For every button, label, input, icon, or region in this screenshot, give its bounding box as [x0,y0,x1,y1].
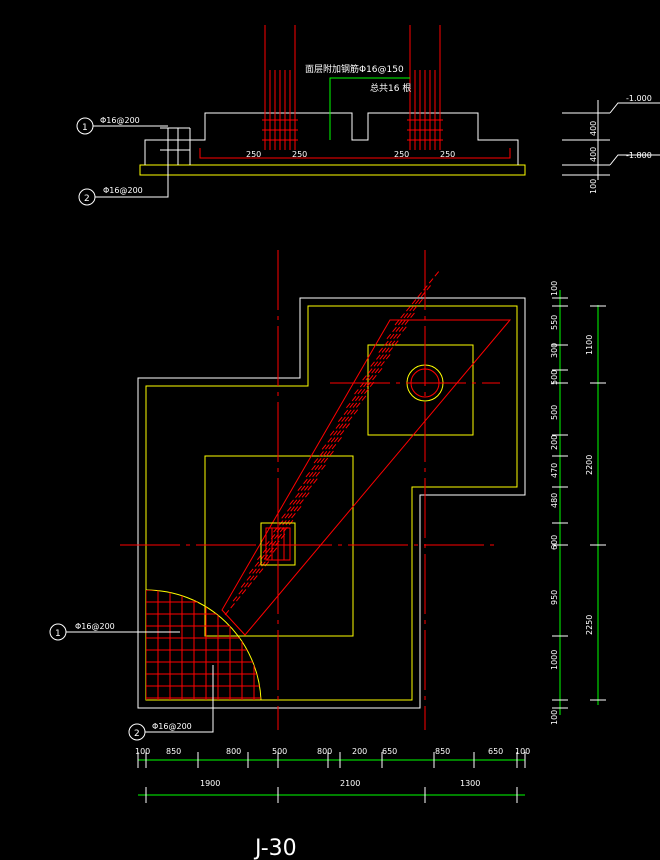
plan-right-dim-lines [559,290,599,715]
section-note-leader [329,77,410,140]
plan-right-dim-6: 200 [550,435,559,450]
plan-bottom-dim-ticks [137,752,526,803]
plan-bottom-dim-5: 800 [317,747,332,756]
plan-right-dim-7: 470 [550,463,559,478]
section-bubble-1-label: 1 [82,123,88,133]
section-dim-2: 250 [292,150,307,159]
section-footing-outline [144,112,519,165]
plan-bottom-total-3: 1300 [460,779,480,788]
plan-view: 1 Φ16@200 2 Φ16@200 100 850 800 500 800 200 65… [49,250,606,803]
plan-right-dim-2: 550 [550,315,559,330]
plan-bottom-dim-8: 850 [435,747,450,756]
plan-rebar-mesh [145,589,262,701]
plan-right-dim-ticks [552,297,606,709]
section-column-rebar-right [407,25,443,150]
plan-rebar2-label: Φ16@200 [152,722,192,731]
section-bubble-2-label: 2 [84,194,90,204]
plan-bottom-dim-3: 800 [226,747,241,756]
section-view: 面层附加钢筋Φ16@150 总共16 根 250 250 250 250 1 Φ… [76,25,660,206]
plan-bubble-1-label: 1 [55,629,61,639]
plan-right-dim-10: 950 [550,590,559,605]
plan-reinforcement-band [221,269,512,636]
plan-bottom-dim-2: 850 [166,747,181,756]
section-note-line1: 面层附加钢筋Φ16@150 [305,63,404,75]
section-leader-2 [95,160,169,198]
section-column-rebar-left [262,25,298,150]
plan-bottom-dim-7: 650 [382,747,397,756]
plan-right-dim-8: 480 [550,493,559,508]
section-dim-4: 250 [440,150,455,159]
plan-right-total-1: 1100 [585,335,594,355]
plan-right-total-3: 2250 [585,615,594,635]
section-dim-3: 250 [394,150,409,159]
section-bottom-rebar [199,148,511,159]
plan-bottom-total-2: 2100 [340,779,360,788]
plan-leader-2 [145,665,214,733]
section-right-dim-2: 400 [589,147,598,162]
plan-pedestal-lower [204,455,354,637]
section-dim-1: 250 [246,150,261,159]
plan-right-dim-1: 100 [550,281,559,296]
plan-right-dim-4: 500 [550,370,559,385]
section-right-dim-3: 100 [589,179,598,194]
plan-bottom-dim-1: 100 [135,747,150,756]
plan-bottom-dim-10: 100 [515,747,530,756]
plan-right-dim-12: 100 [550,710,559,725]
plan-outer-outline [137,297,526,709]
plan-bottom-dim-text: 100 850 800 500 800 200 650 850 650 100 1900 2100 13… [135,747,530,788]
section-note-line2: 总共16 根 [370,82,411,94]
plan-bubble-2-label: 2 [134,729,140,739]
plan-rebar1-label: Φ16@200 [75,622,115,631]
plan-right-dim-9: 600 [550,535,559,550]
plan-right-dim-5: 500 [550,405,559,420]
plan-bottom-dim-4: 500 [272,747,287,756]
plan-bottom-dim-lines [138,759,525,796]
plan-bottom-dim-6: 200 [352,747,367,756]
drawing-title: J-30 [253,836,297,860]
plan-right-total-2: 2200 [585,455,594,475]
section-base-slab [139,164,526,176]
plan-right-dim-11: 1000 [550,650,559,670]
plan-bottom-total-1: 1900 [200,779,220,788]
plan-centerlines [120,250,500,730]
plan-right-dim-text: 100 550 300 500 500 200 470 480 600 950 1000 100 110… [550,281,594,725]
section-right-dim-1: 400 [589,121,598,136]
section-rebar-grid [160,127,191,165]
plan-foundation-outline [145,305,518,701]
section-elev-bottom: -1.800 [626,151,652,160]
section-elev-top: -1.000 [626,94,652,103]
section-elevation-dims [562,100,660,180]
section-rebar1-label: Φ16@200 [100,116,140,125]
plan-bottom-dim-9: 650 [488,747,503,756]
section-rebar2-label: Φ16@200 [103,186,143,195]
plan-right-dim-3: 300 [550,343,559,358]
